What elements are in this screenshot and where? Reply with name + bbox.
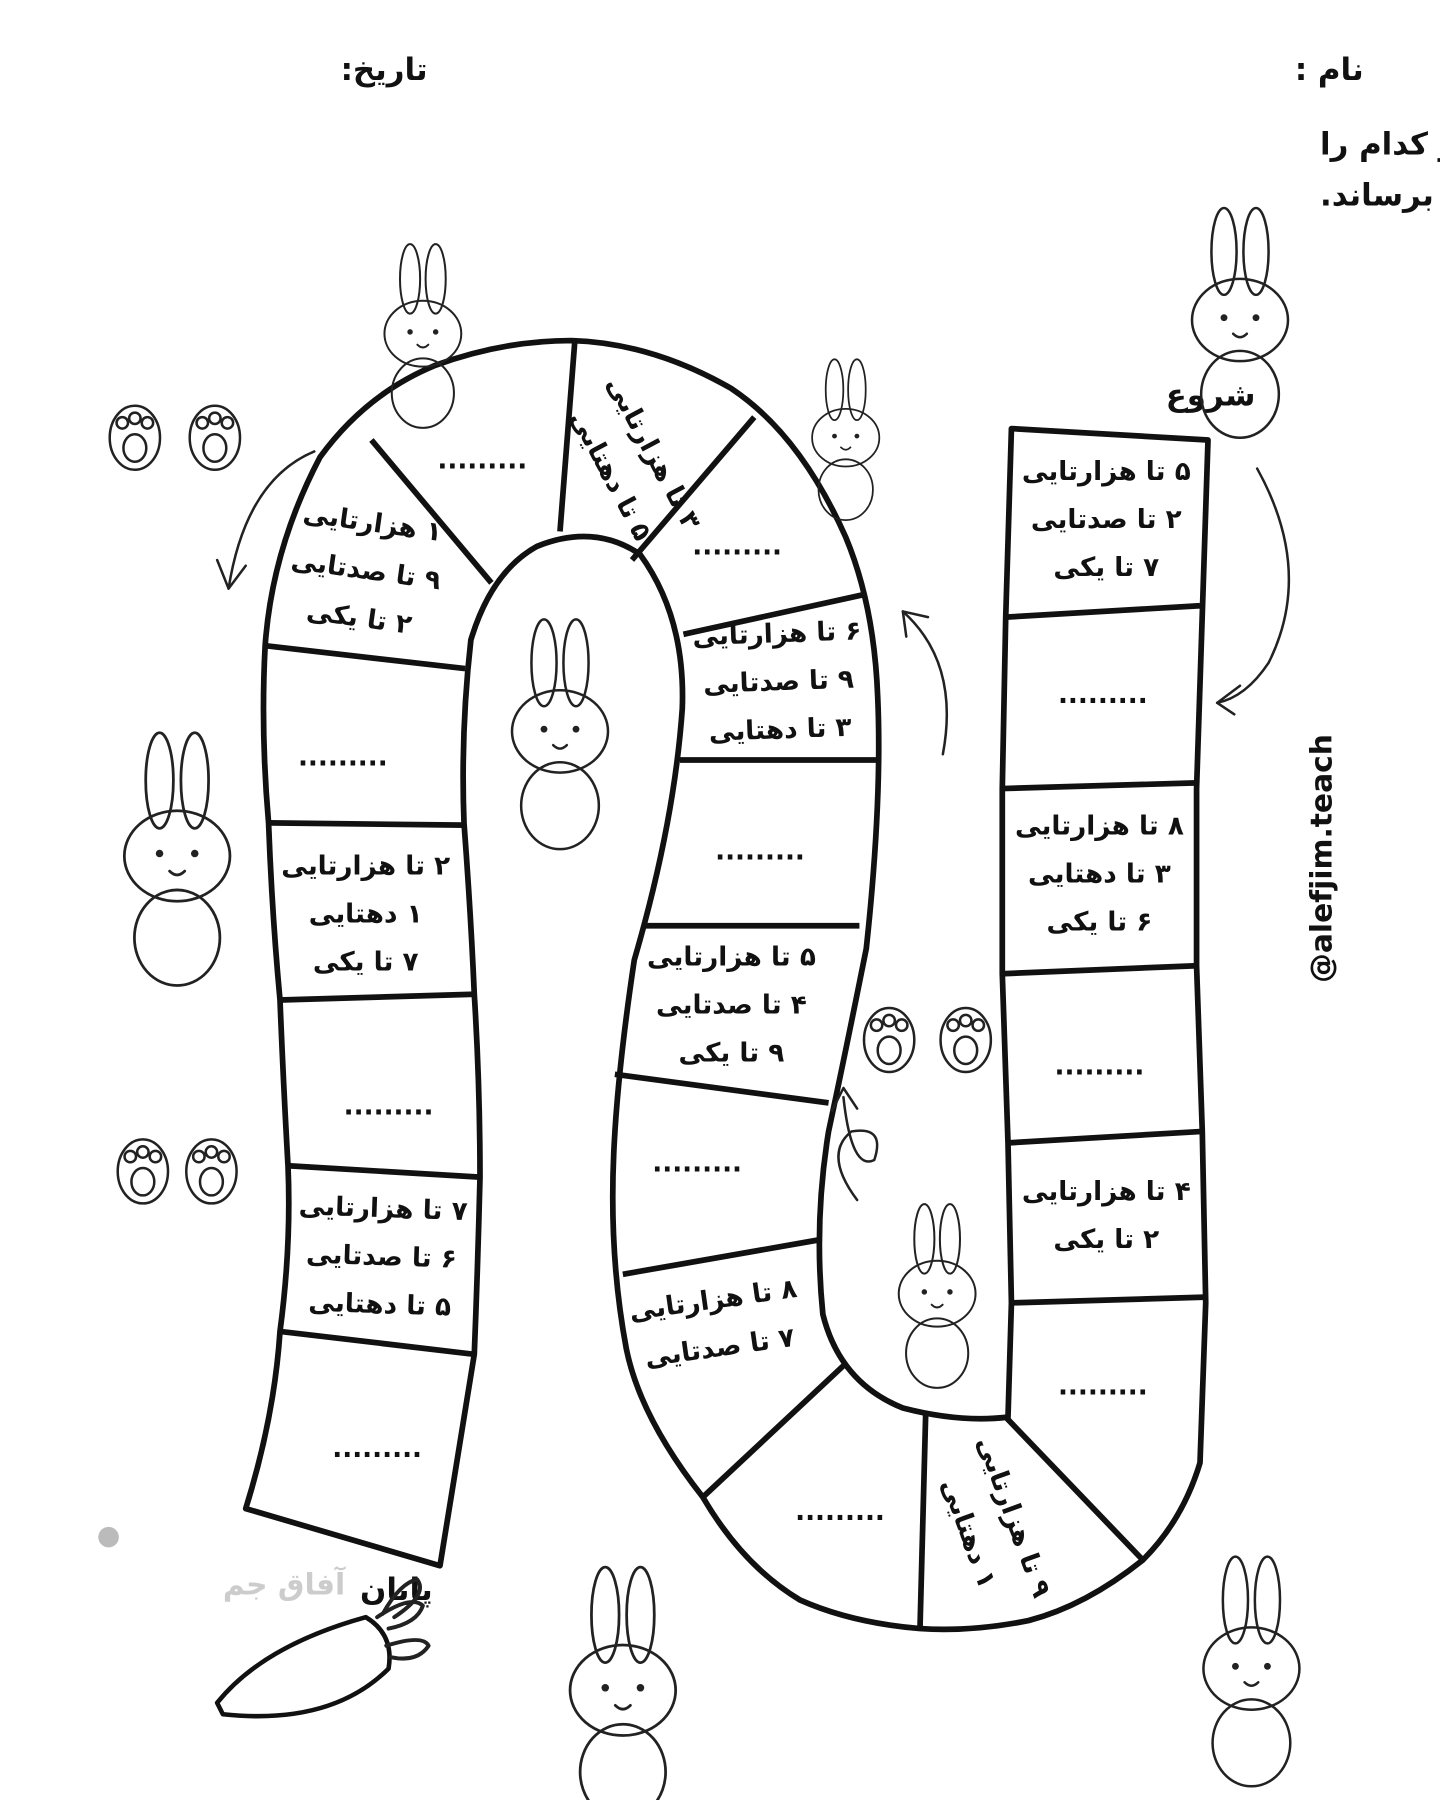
expression-cell: ۴ تا هزارتایی ۲ تا یکی: [1022, 1177, 1191, 1255]
cell-line: ۲ تا صدتایی: [1031, 505, 1182, 535]
bunny-illustration: [122, 731, 232, 987]
cell-line: ۲ تا یکی: [1053, 1225, 1159, 1255]
cell-line: ۸ تا هزارتایی: [1015, 811, 1184, 841]
cell-line: ۱ هزارتایی: [301, 499, 444, 548]
logo: آفاق جم: [98, 1526, 346, 1602]
expression-cell: ۵ تا هزارتایی ۲ تا صدتایی ۷ تا یکی: [1022, 457, 1191, 583]
expression-cell: ۵ تا هزارتایی ۴ تا صدتایی ۹ تا یکی: [647, 943, 816, 1069]
cell-line: ۷ تا صدتایی: [643, 1323, 796, 1374]
cell-line: .........: [692, 531, 782, 561]
paw-print-icon: [185, 1138, 238, 1205]
cell-line: ۸ تا هزارتایی: [627, 1274, 798, 1327]
cell-line: ۳ تا دهتایی: [1028, 859, 1171, 889]
answer-blank-cell[interactable]: .........: [1055, 1051, 1145, 1081]
cell-line: ۷ تا هزارتایی: [298, 1191, 468, 1227]
cell-line: ۹ تا یکی: [679, 1039, 785, 1069]
cell-line: ۶ تا صدتایی: [306, 1239, 458, 1274]
arrow-icon: [1215, 467, 1291, 716]
cell-line: .........: [795, 1497, 885, 1527]
cell-line: .........: [344, 1091, 434, 1121]
name-label: نام :: [1295, 52, 1364, 88]
paw-print-icon: [862, 1006, 916, 1074]
arrow-icon: [215, 450, 316, 590]
logo-text: آفاق جم: [223, 1565, 346, 1602]
cell-line: ۲ تا یکی: [305, 596, 414, 640]
paw-print-icon: [188, 404, 242, 471]
bunny-illustration: [897, 1203, 977, 1389]
bunny-illustration: [568, 1565, 678, 1800]
expression-cell: ۸ تا هزارتایی ۳ تا دهتایی ۶ تا یکی: [1015, 811, 1184, 937]
answer-blank-cell[interactable]: .........: [692, 531, 782, 561]
instruction-line-1: به خرگوش کمک کن در مسیرش به عبارت‌ها پاس…: [1320, 125, 1440, 162]
cell-line: .........: [332, 1434, 422, 1464]
cell-line: .........: [298, 743, 388, 773]
cell-line: ۲ تا هزارتایی: [281, 851, 450, 881]
expression-cell: ۲ تا هزارتایی ۱ دهتایی ۷ تا یکی: [281, 851, 450, 977]
bunny-illustration: [383, 243, 463, 429]
paw-print-icon: [116, 1138, 170, 1205]
expression-cell: ۶ تا هزارتایی ۹ تا صدتایی ۳ تا دهتایی: [692, 616, 865, 748]
cell-line: ۹ تا صدتایی: [289, 546, 442, 597]
cell-line: .........: [715, 836, 805, 866]
cell-line: ۷ تا یکی: [1053, 553, 1159, 583]
game-board-path: [242, 337, 1211, 1633]
expression-cell: ۸ تا هزارتایی۷ تا صدتایی: [627, 1274, 805, 1375]
arrow-icon: [901, 610, 949, 756]
cell-line: .........: [1058, 1371, 1148, 1401]
expression-cell: ۳ تا هزارتایی۵ تا دهتایی: [558, 372, 706, 558]
cell-line: .........: [437, 446, 527, 476]
watermark: @alefjim.teach: [1304, 734, 1339, 983]
answer-blank-cell[interactable]: .........: [652, 1148, 742, 1178]
paw-print-icon: [108, 404, 162, 471]
carrot-icon: [214, 1577, 431, 1719]
bunny-illustration: [510, 618, 610, 851]
cell-line: ۴ تا صدتایی: [656, 991, 807, 1021]
cell-line: ۱ دهتایی: [309, 899, 423, 929]
answer-blank-cell[interactable]: .........: [332, 1434, 422, 1464]
paw-print-icon: [939, 1006, 993, 1074]
cell-line: ۵ تا دهتایی: [308, 1288, 452, 1323]
expression-cell: ۹ تا هزارتایی۱ دهتایی: [925, 1433, 1056, 1618]
answer-blank-cell[interactable]: .........: [715, 836, 805, 866]
answer-blank-cell[interactable]: .........: [795, 1497, 885, 1527]
answer-blank-cell[interactable]: .........: [298, 743, 388, 773]
cell-line: ۴ تا هزارتایی: [1022, 1177, 1191, 1207]
expression-cell: ۱ هزارتایی۹ تا صدتایی۲ تا یکی: [282, 498, 449, 644]
answer-blank-cell[interactable]: .........: [437, 446, 527, 476]
bunny-illustration: [1190, 206, 1290, 439]
bunny-illustration: [811, 358, 881, 521]
cell-line: ۷ تا یکی: [313, 947, 419, 977]
date-label: تاریخ:: [341, 52, 428, 88]
answer-blank-cell[interactable]: .........: [344, 1091, 434, 1121]
arrow-icon: [830, 1086, 879, 1202]
cell-line: ۳ تا دهتایی: [708, 713, 852, 748]
cell-line: .........: [652, 1148, 742, 1178]
cell-line: ۶ تا یکی: [1047, 907, 1153, 937]
expression-cell: ۷ تا هزارتایی ۶ تا صدتایی ۵ تا دهتایی: [295, 1191, 468, 1323]
cell-line: ۶ تا هزارتایی: [692, 616, 862, 652]
start-label: شروع: [1166, 378, 1256, 414]
cell-line: .........: [1055, 1051, 1145, 1081]
answer-blank-cell[interactable]: .........: [1058, 680, 1148, 710]
answer-blank-cell[interactable]: .........: [1058, 1371, 1148, 1401]
cell-line: ۵ تا هزارتایی: [1022, 457, 1191, 487]
cell-line: .........: [1058, 680, 1148, 710]
bunny-illustration: [1202, 1555, 1301, 1788]
cell-line: ۵ تا هزارتایی: [647, 943, 816, 973]
instruction-line-2: بسازد و خودش را به هویج برساند.: [1320, 178, 1440, 214]
cell-line: ۹ تا صدتایی: [703, 665, 855, 700]
